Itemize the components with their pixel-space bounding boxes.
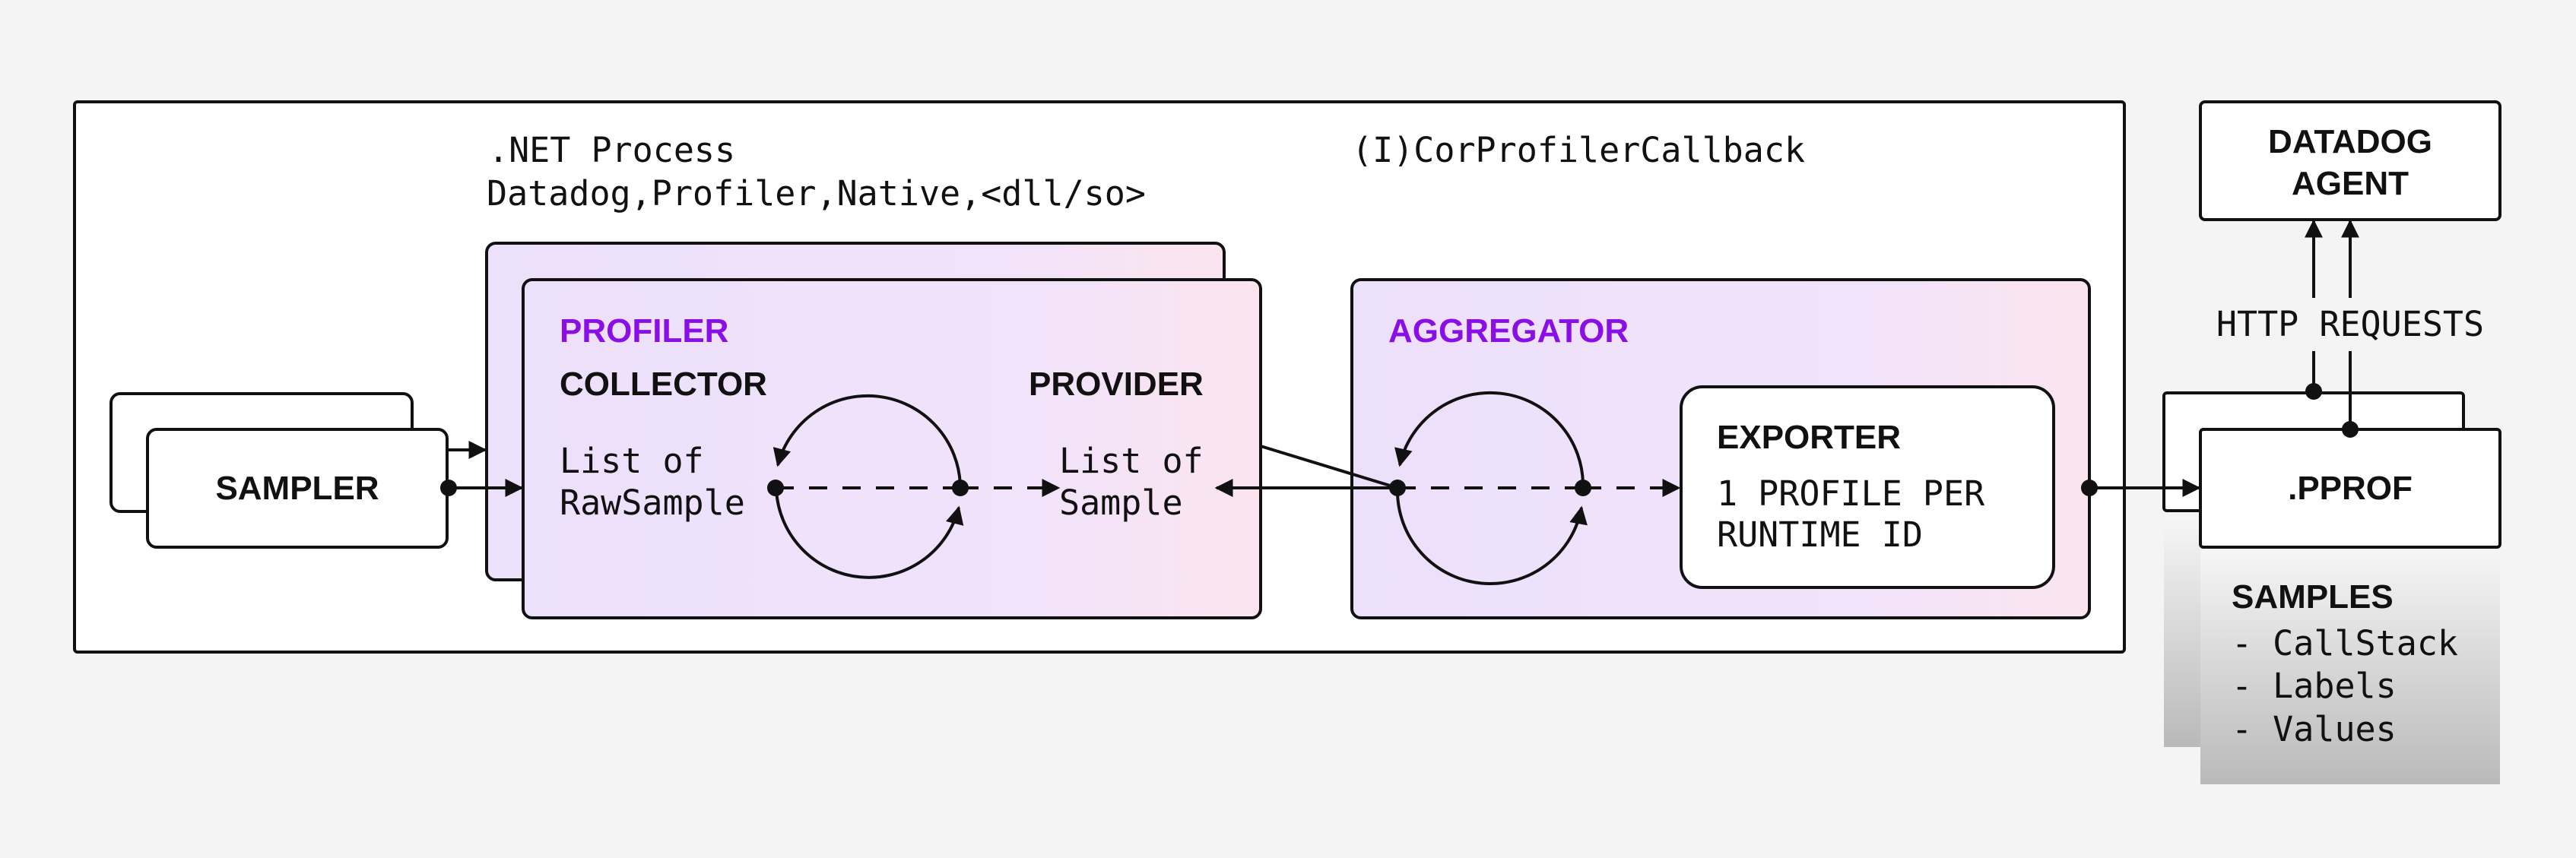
profiler-title: PROFILER [560,312,728,350]
sampler-out-node [440,480,457,496]
pprof-node [2342,421,2359,438]
datadog-agent-line2: AGENT [2292,165,2409,202]
sample-line2: Sample [1059,483,1183,523]
samples-title: SAMPLES [2232,578,2394,616]
profiler-node-right [952,480,969,496]
aggregator-cycle-arrow-top [1394,391,1585,487]
samples-item-labels: - Labels [2232,666,2397,706]
aggregator-cycle-arrow-bottom [1395,489,1588,585]
exporter-line1: 1 PROFILE PER [1717,473,1985,514]
exporter-title: EXPORTER [1717,419,1901,456]
aggregator-node-right [1575,480,1591,496]
provider-label: PROVIDER [1029,366,1204,403]
http-requests-label: HTTP REQUESTS [2216,304,2484,344]
profiler-box [522,278,1262,619]
aggregator-to-profiler-link [1260,445,1398,489]
aggregator-title: AGGREGATOR [1388,312,1629,350]
pprof-label: .PPROF [2288,470,2413,507]
profiler-cycle-arrow-top [772,394,962,487]
callback-label: (I)CorProfilerCallback [1352,130,1805,170]
exporter-line2: RUNTIME ID [1717,514,1923,555]
sampler-label: SAMPLER [215,470,379,507]
samples-panel [2200,547,2500,784]
process-title-line2: Datadog,Profiler,Native,<dll/so> [487,173,1146,214]
http-label-background [2190,298,2509,350]
datadog-agent-line1: DATADOG [2268,123,2432,160]
rawsample-line1: List of [560,441,704,481]
samples-item-values: - Values [2232,709,2397,749]
profiler-node-left [767,480,784,496]
profiler-cycle-arrow-bottom [775,489,964,579]
pprof-back-node [2305,383,2322,400]
process-title-line1: .NET Process [488,130,735,170]
collector-label: COLLECTOR [560,366,767,403]
rawsample-line2: RawSample [560,483,745,523]
exporter-box [1680,385,2055,589]
aggregator-out-node [2081,480,2098,496]
sample-line1: List of [1059,441,1204,481]
samples-item-callstack: - CallStack [2232,623,2458,663]
